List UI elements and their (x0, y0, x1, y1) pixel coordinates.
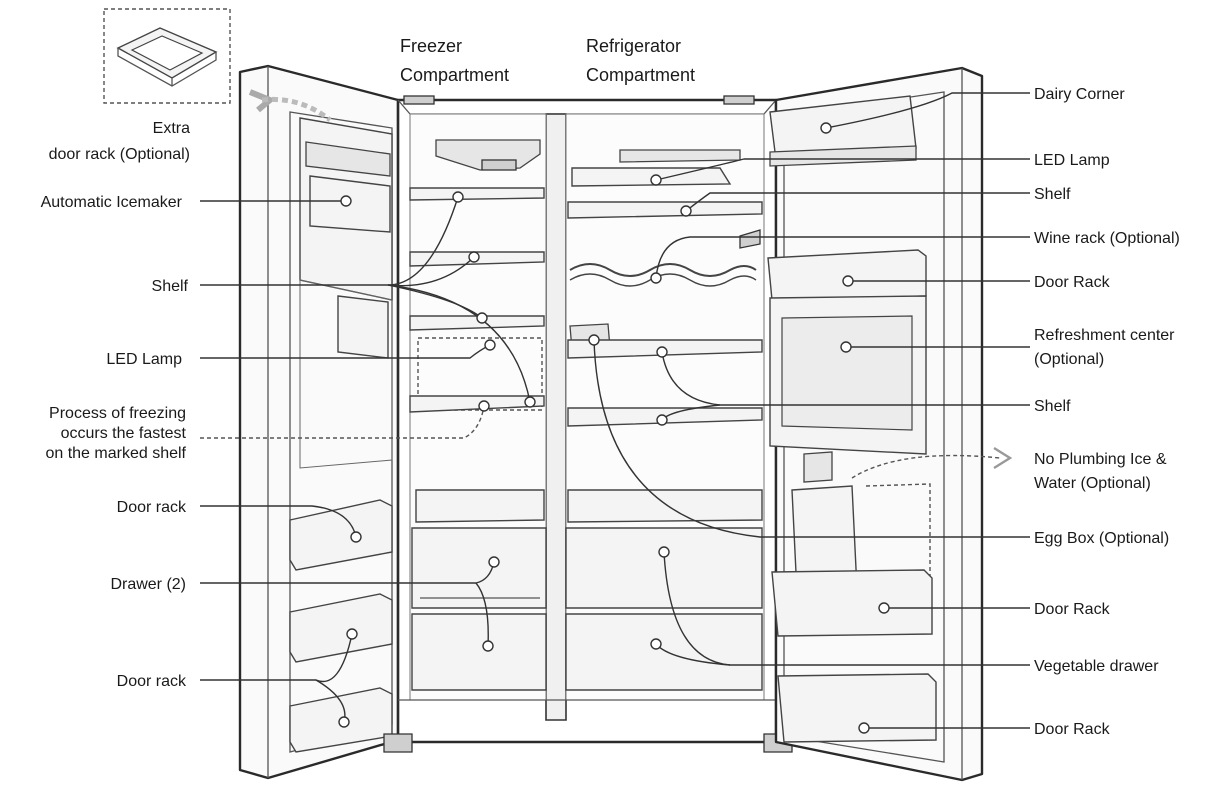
label-no-plumbing-2: Water (Optional) (1034, 475, 1151, 492)
label-vegetable-drawer: Vegetable drawer (1034, 658, 1159, 675)
label-dairy-corner: Dairy Corner (1034, 86, 1125, 103)
anchor-dots (338, 122, 890, 734)
refrigerator-door (767, 66, 1013, 782)
label-door-rack-left-2: Door rack (117, 673, 187, 690)
label-automatic-icemaker: Automatic Icemaker (41, 194, 183, 211)
label-refreshment-center-2: (Optional) (1034, 351, 1104, 368)
label-no-plumbing-1: No Plumbing Ice & (1034, 451, 1167, 468)
refrigerator-header-line-1: Refrigerator (586, 36, 681, 56)
freezer-header-line-1: Freezer (400, 36, 462, 56)
left-labels: Extra door rack (Optional) Automatic Ice… (41, 120, 190, 690)
freezer-header-line-2: Compartment (400, 65, 509, 85)
label-drawer: Drawer (2) (110, 576, 186, 593)
label-process-of-freezing-2: occurs the fastest (61, 425, 187, 442)
label-refreshment-center-1: Refreshment center (1034, 327, 1175, 344)
label-egg-box: Egg Box (Optional) (1034, 530, 1169, 547)
label-door-rack-right-2: Door Rack (1034, 601, 1111, 618)
extra-door-rack-inset (103, 8, 231, 104)
label-extra-door-rack-2: door rack (Optional) (49, 146, 190, 163)
label-process-of-freezing-1: Process of freezing (49, 405, 186, 422)
leader-lines (200, 92, 1030, 729)
label-extra-door-rack-1: Extra (153, 120, 190, 137)
label-shelf-right-1: Shelf (1034, 186, 1071, 203)
freezer-header: Freezer Compartment (400, 36, 509, 85)
fridge-cabinet (383, 95, 793, 753)
right-labels: Dairy Corner LED Lamp Shelf Wine rack (O… (1034, 86, 1180, 738)
label-door-rack-left-1: Door rack (117, 499, 187, 516)
refrigerator-header-line-2: Compartment (586, 65, 695, 85)
label-shelf-left: Shelf (152, 278, 189, 295)
label-process-of-freezing-3: on the marked shelf (45, 445, 186, 462)
label-door-rack-right-1: Door Rack (1034, 274, 1111, 291)
refrigerator-header: Refrigerator Compartment (586, 36, 695, 85)
freezer-door (238, 64, 400, 780)
label-led-lamp-right: LED Lamp (1034, 152, 1110, 169)
label-led-lamp-left: LED Lamp (106, 351, 182, 368)
label-wine-rack: Wine rack (Optional) (1034, 230, 1180, 247)
label-door-rack-right-3: Door Rack (1034, 721, 1111, 738)
label-shelf-right-2: Shelf (1034, 398, 1071, 415)
